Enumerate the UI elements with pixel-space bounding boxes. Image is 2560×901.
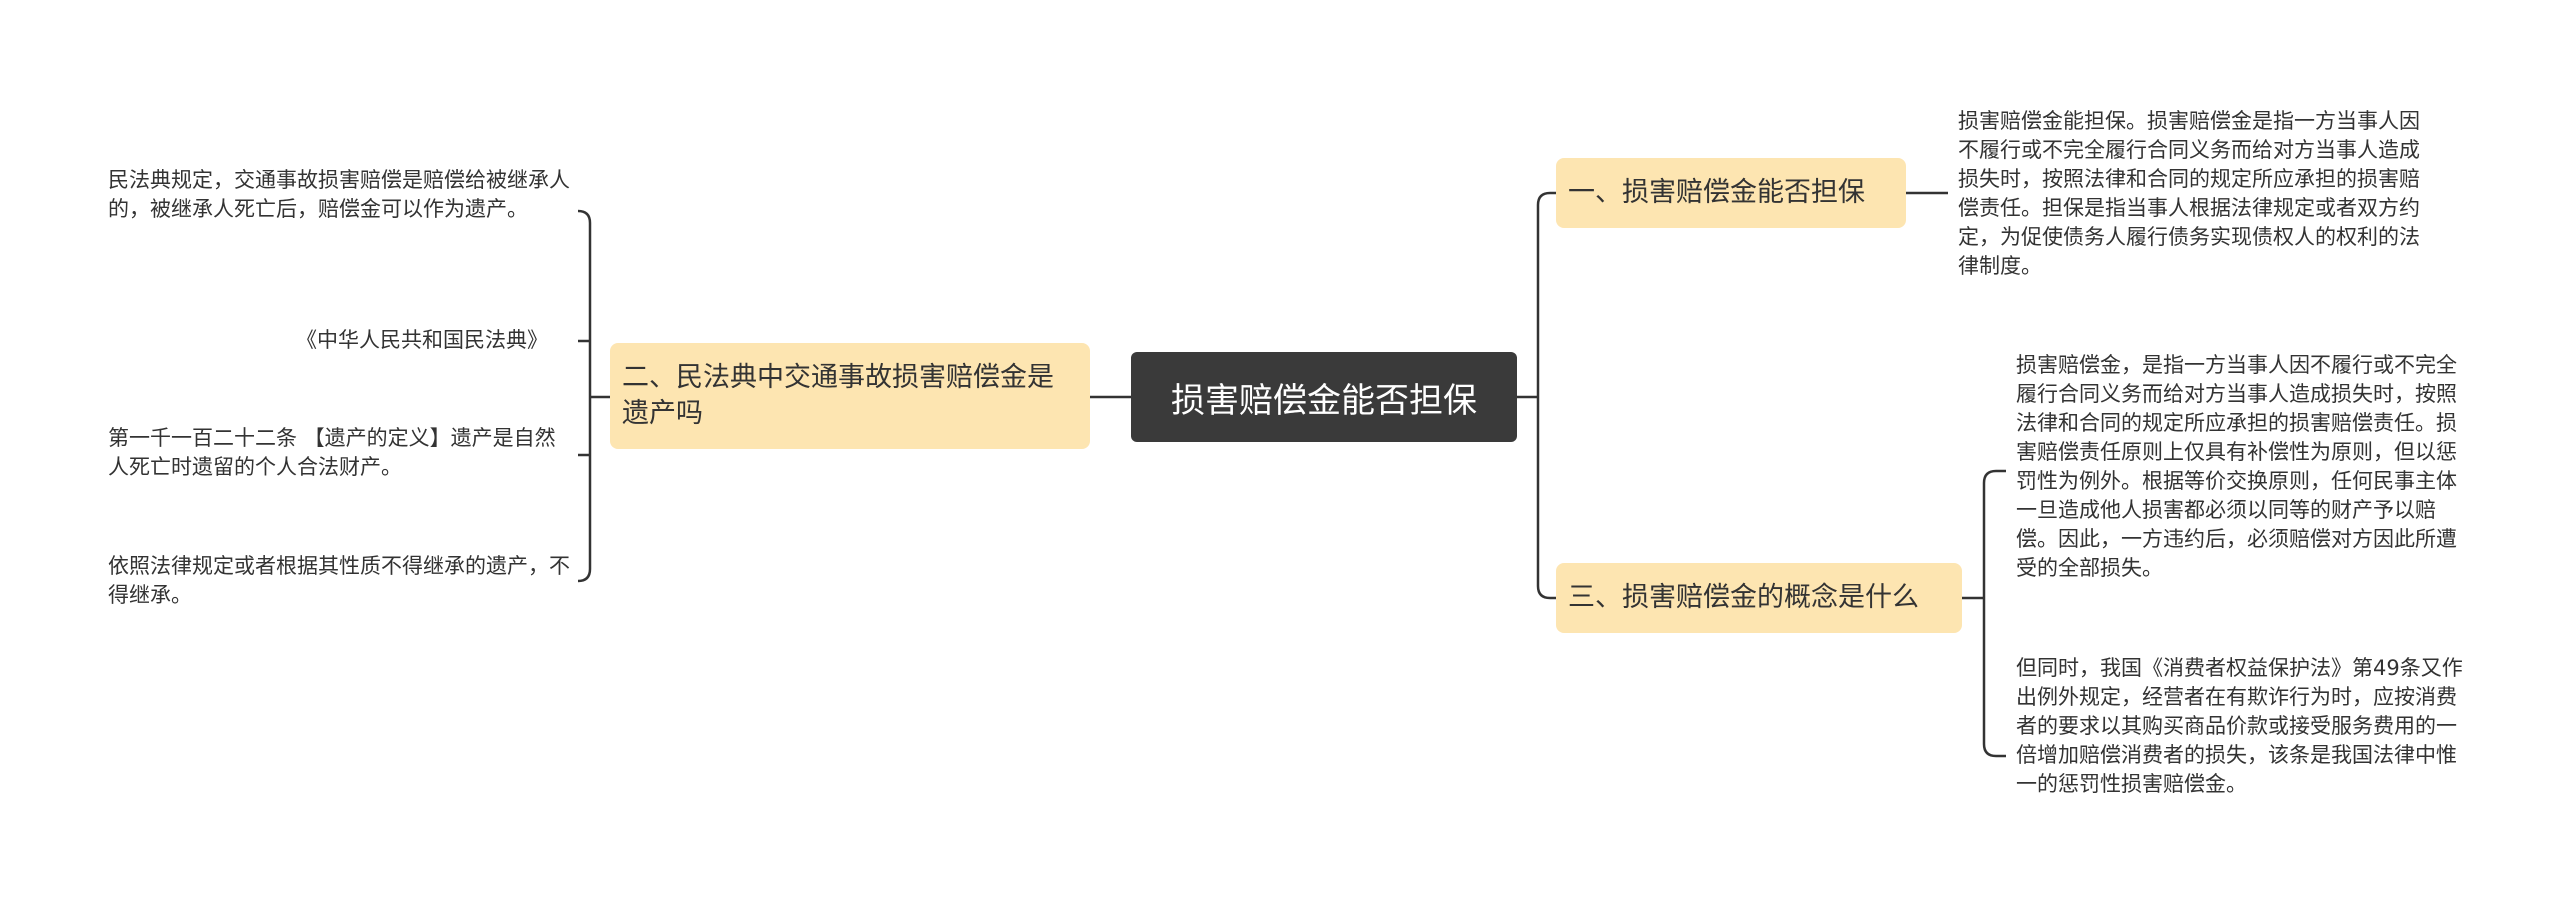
branch-2-note-1: 民法典规定，交通事故损害赔偿是赔偿给被继承人的，被继承人死亡后，赔偿金可以作为遗…	[108, 168, 570, 221]
branch-label: 一、损害赔偿金能否担保	[1568, 177, 1865, 208]
connector-branch2-notes	[1982, 469, 2006, 758]
branch-3-note-2: 但同时，我国《消费者权益保护法》第49条又作出例外规定，经营者在有欺诈行为时，应…	[2016, 656, 2463, 796]
branch-label: 二、民法典中交通事故损害赔偿金是遗产吗	[622, 362, 1054, 429]
branch-node-3[interactable]: 三、损害赔偿金的概念是什么	[1556, 563, 1962, 633]
branch-3-note-1: 损害赔偿金，是指一方当事人因不履行或不完全履行合同义务而给对方当事人造成损失时，…	[2016, 353, 2457, 580]
connector-right-trunk	[1536, 191, 1556, 600]
branch-2-note-4: 依照法律规定或者根据其性质不得继承的遗产，不得继承。	[108, 554, 570, 607]
branch-2-note-3: 第一千一百二十二条 【遗产的定义】遗产是自然人死亡时遗留的个人合法财产。	[108, 426, 556, 479]
root-title: 损害赔偿金能否担保	[1171, 380, 1477, 421]
branch-2-note-2: 《中华人民共和国民法典》	[296, 328, 548, 352]
branch-1-note-1: 损害赔偿金能担保。损害赔偿金是指一方当事人因不履行或不完全履行合同义务而给对方当…	[1958, 109, 2420, 278]
connector-left-notes	[577, 209, 592, 583]
branch-node-2[interactable]: 二、民法典中交通事故损害赔偿金是遗产吗	[610, 343, 1090, 449]
branch-label: 三、损害赔偿金的概念是什么	[1568, 582, 1919, 613]
root-node[interactable]: 损害赔偿金能否担保	[1131, 352, 1517, 442]
branch-node-1[interactable]: 一、损害赔偿金能否担保	[1556, 158, 1906, 228]
